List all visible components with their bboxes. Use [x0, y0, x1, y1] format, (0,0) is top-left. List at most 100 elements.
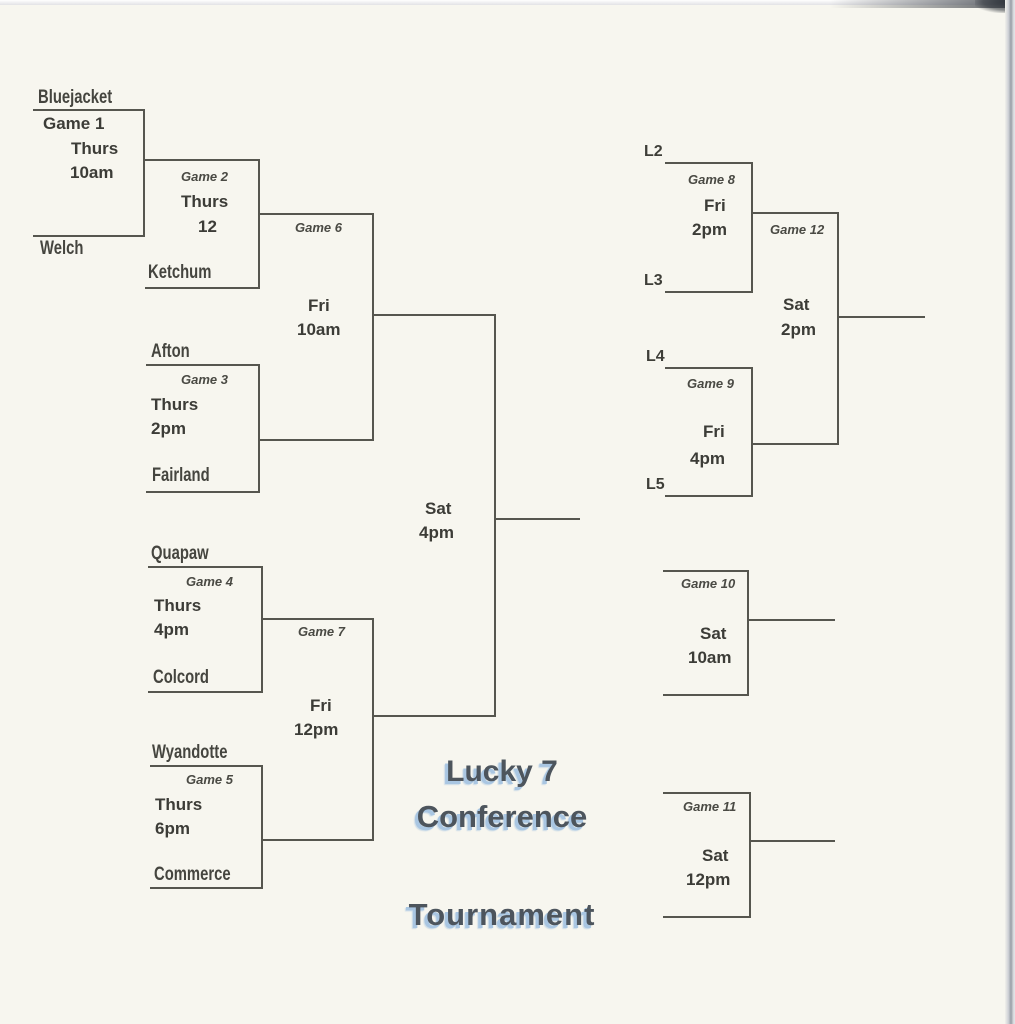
- game1-day: Thurs: [71, 139, 119, 158]
- team-fairland: Fairland: [152, 465, 210, 486]
- game9-label: Game 9: [687, 376, 734, 391]
- game6-label: Game 6: [295, 220, 342, 235]
- game3-time: 2pm: [151, 419, 186, 438]
- seed-l4: L4: [646, 348, 665, 365]
- game7-day: Fri: [310, 696, 332, 715]
- game2-bottom-line: [145, 287, 260, 289]
- game10-winner-line: [747, 619, 835, 621]
- game1-time: 10am: [70, 163, 114, 182]
- game10-time: 10am: [688, 648, 732, 667]
- game6-vertical-line: [372, 213, 374, 441]
- game4-day: Thurs: [154, 596, 202, 615]
- game7-vertical-line: [372, 618, 374, 841]
- game9-bottom-line: [665, 495, 753, 497]
- game3-day: Thurs: [151, 395, 199, 414]
- team-wyandotte: Wyandotte: [152, 742, 228, 763]
- championship-time: 4pm: [419, 523, 454, 542]
- game12-label: Game 12: [770, 222, 825, 237]
- game12-bottom-line: [751, 443, 839, 445]
- game8-time: 2pm: [692, 220, 727, 239]
- game4-label: Game 4: [186, 574, 233, 589]
- game7-time: 12pm: [294, 720, 339, 739]
- game1-bottom-line: [33, 235, 145, 237]
- game12-vertical-line: [837, 212, 839, 445]
- game10-vertical-line: [747, 570, 749, 696]
- game6-day: Fri: [308, 296, 330, 315]
- championship-vertical-line: [494, 314, 496, 717]
- championship-winner-line: [494, 518, 580, 520]
- game2-day: Thurs: [181, 192, 229, 211]
- game11-time: 12pm: [686, 870, 731, 889]
- game8-top-line: [665, 162, 753, 164]
- team-colcord: Colcord: [153, 667, 209, 688]
- game5-top-line: [150, 765, 263, 767]
- seed-l3: L3: [644, 272, 663, 289]
- game4-top-line: [148, 566, 263, 568]
- game7-label: Game 7: [298, 624, 345, 639]
- game10-day: Sat: [700, 624, 727, 643]
- game9-top-line: [665, 367, 753, 369]
- seed-l5: L5: [646, 476, 665, 493]
- game11-vertical-line: [749, 792, 751, 918]
- game6-bottom-line: [258, 439, 374, 441]
- game7-bottom-line: [262, 839, 374, 841]
- game11-top-line: [663, 792, 751, 794]
- game7-top-line: [262, 618, 374, 620]
- game10-bottom-line: [663, 694, 749, 696]
- game9-day: Fri: [703, 422, 725, 441]
- game2-vertical-line: [258, 159, 260, 289]
- game10-label: Game 10: [681, 576, 736, 591]
- game2-top-line: [143, 159, 260, 161]
- game1-top-line: [33, 109, 145, 111]
- game2-label: Game 2: [181, 169, 228, 184]
- game12-day: Sat: [783, 295, 810, 314]
- team-quapaw: Quapaw: [151, 543, 209, 564]
- seed-l2: L2: [644, 143, 663, 160]
- championship-bottom-line: [373, 715, 496, 717]
- game5-day: Thurs: [155, 795, 203, 814]
- game6-top-line: [258, 213, 374, 215]
- game8-day: Fri: [704, 196, 726, 215]
- game8-bottom-line: [665, 291, 753, 293]
- game12-top-line: [751, 212, 839, 214]
- game9-time: 4pm: [690, 449, 725, 468]
- scan-top-right-smudge: [830, 0, 1015, 8]
- title-line-2: Conference: [416, 799, 588, 834]
- game3-vertical-line: [258, 364, 260, 493]
- game2-time: 12: [198, 217, 217, 236]
- game8-vertical-line: [751, 162, 753, 293]
- game3-label: Game 3: [181, 372, 228, 387]
- championship-top-line: [373, 314, 496, 316]
- game3-top-line: [146, 364, 260, 366]
- game5-bottom-line: [150, 887, 263, 889]
- game11-bottom-line: [663, 916, 751, 918]
- team-bluejacket: Bluejacket: [38, 87, 113, 108]
- scan-right-edge: [1005, 0, 1015, 1024]
- game10-top-line: [663, 570, 749, 572]
- game11-label: Game 11: [683, 799, 737, 814]
- team-afton: Afton: [151, 341, 190, 362]
- game4-time: 4pm: [154, 620, 189, 639]
- team-ketchum: Ketchum: [148, 262, 212, 283]
- game11-winner-line: [749, 840, 835, 842]
- game5-label: Game 5: [186, 772, 233, 787]
- game1-vertical-line: [143, 109, 145, 237]
- game4-bottom-line: [148, 691, 263, 693]
- title-line-1: Lucky 7: [446, 755, 558, 788]
- game6-time: 10am: [297, 320, 341, 339]
- team-welch: Welch: [40, 238, 84, 259]
- team-commerce: Commerce: [154, 864, 231, 885]
- game1-label: Game 1: [43, 114, 105, 133]
- scan-top-edge: [0, 0, 1015, 5]
- game5-time: 6pm: [155, 819, 190, 838]
- game5-vertical-line: [261, 765, 263, 889]
- game11-day: Sat: [702, 846, 729, 865]
- game3-bottom-line: [146, 491, 260, 493]
- championship-day: Sat: [425, 499, 452, 518]
- game4-vertical-line: [261, 566, 263, 693]
- game12-winner-line: [837, 316, 925, 318]
- game9-vertical-line: [751, 367, 753, 497]
- title-line-3: Tournament: [408, 897, 596, 932]
- game12-time: 2pm: [781, 320, 816, 339]
